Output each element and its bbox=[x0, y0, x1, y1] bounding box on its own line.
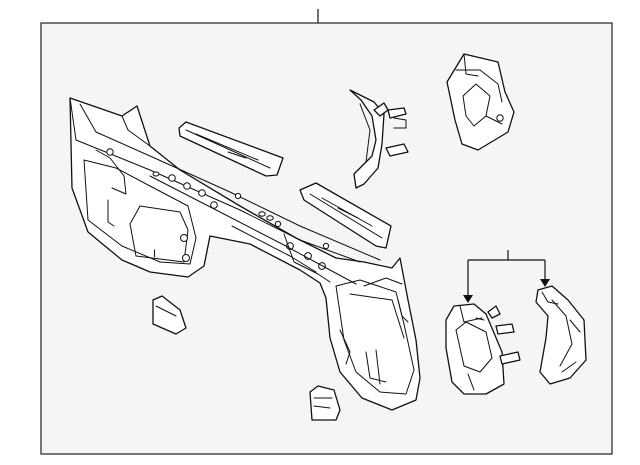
part-mark-left: I bbox=[153, 248, 156, 260]
upper-reinforcement-right[interactable] bbox=[299, 182, 392, 249]
corner-bracket-lower-right[interactable] bbox=[535, 285, 587, 385]
small-plate-left[interactable] bbox=[152, 295, 187, 335]
corner-bracket-lower-left[interactable] bbox=[445, 303, 521, 395]
upper-reinforcement-left[interactable] bbox=[178, 121, 284, 177]
rear-body-panel[interactable]: I bbox=[69, 97, 421, 411]
small-plate-bottom[interactable] bbox=[309, 385, 341, 421]
corner-bracket-top[interactable] bbox=[446, 53, 515, 151]
sub-assembly-callout bbox=[463, 250, 550, 303]
side-bracket[interactable] bbox=[349, 89, 409, 189]
